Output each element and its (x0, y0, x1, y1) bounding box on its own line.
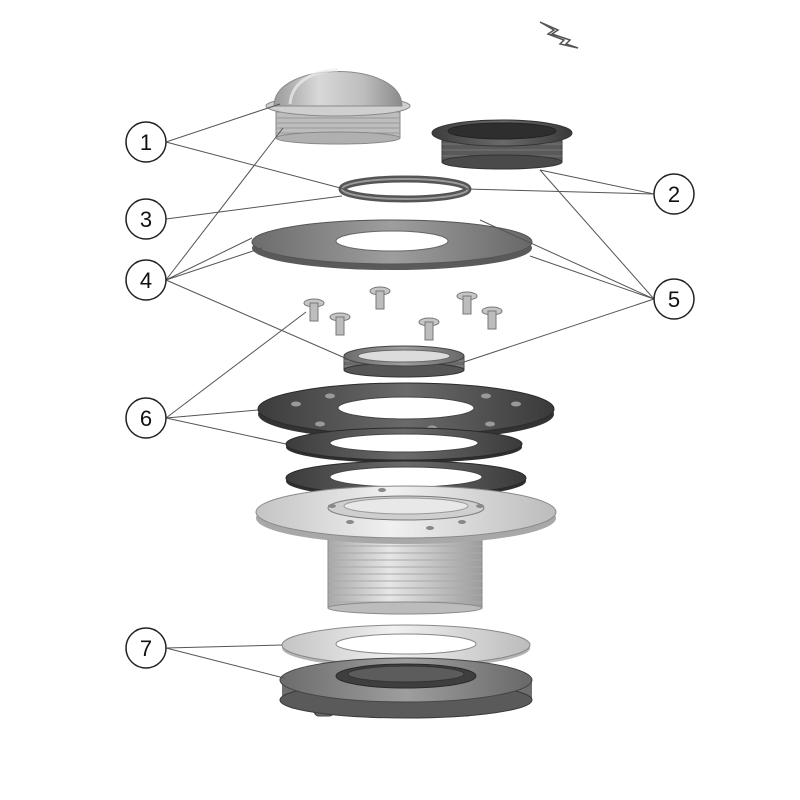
callout-6: 6 (125, 397, 167, 439)
screw (481, 306, 503, 330)
o-ring-part (338, 175, 472, 203)
callout-3-label: 3 (140, 207, 152, 232)
callout-3: 3 (125, 198, 167, 240)
housing-body-part (255, 485, 557, 615)
dome-lens-part (265, 68, 411, 145)
callout-4-label: 4 (140, 268, 152, 293)
callout-5-label: 5 (668, 287, 680, 312)
callout-1: 1 (125, 121, 167, 163)
lightning-bolt-icon (539, 21, 579, 49)
threaded-insert-part (343, 345, 465, 378)
screw (329, 312, 351, 336)
leader-lines (165, 103, 655, 679)
flange-ring-part (251, 219, 533, 270)
lock-nut-assembly-part (279, 624, 533, 719)
callout-2-label: 2 (668, 182, 680, 207)
callout-6-label: 6 (140, 406, 152, 431)
callout-4: 4 (125, 259, 167, 301)
screw (456, 291, 478, 315)
screw (303, 298, 325, 322)
threaded-cap-part (431, 119, 573, 170)
gasket-stack-part (257, 382, 555, 498)
callout-7: 7 (125, 627, 167, 669)
callout-2: 2 (653, 173, 695, 215)
screw (369, 286, 391, 310)
callout-7-label: 7 (140, 636, 152, 661)
callout-1-label: 1 (140, 130, 152, 155)
callout-5: 5 (653, 278, 695, 320)
screw-set (303, 286, 503, 341)
screw (418, 317, 440, 341)
